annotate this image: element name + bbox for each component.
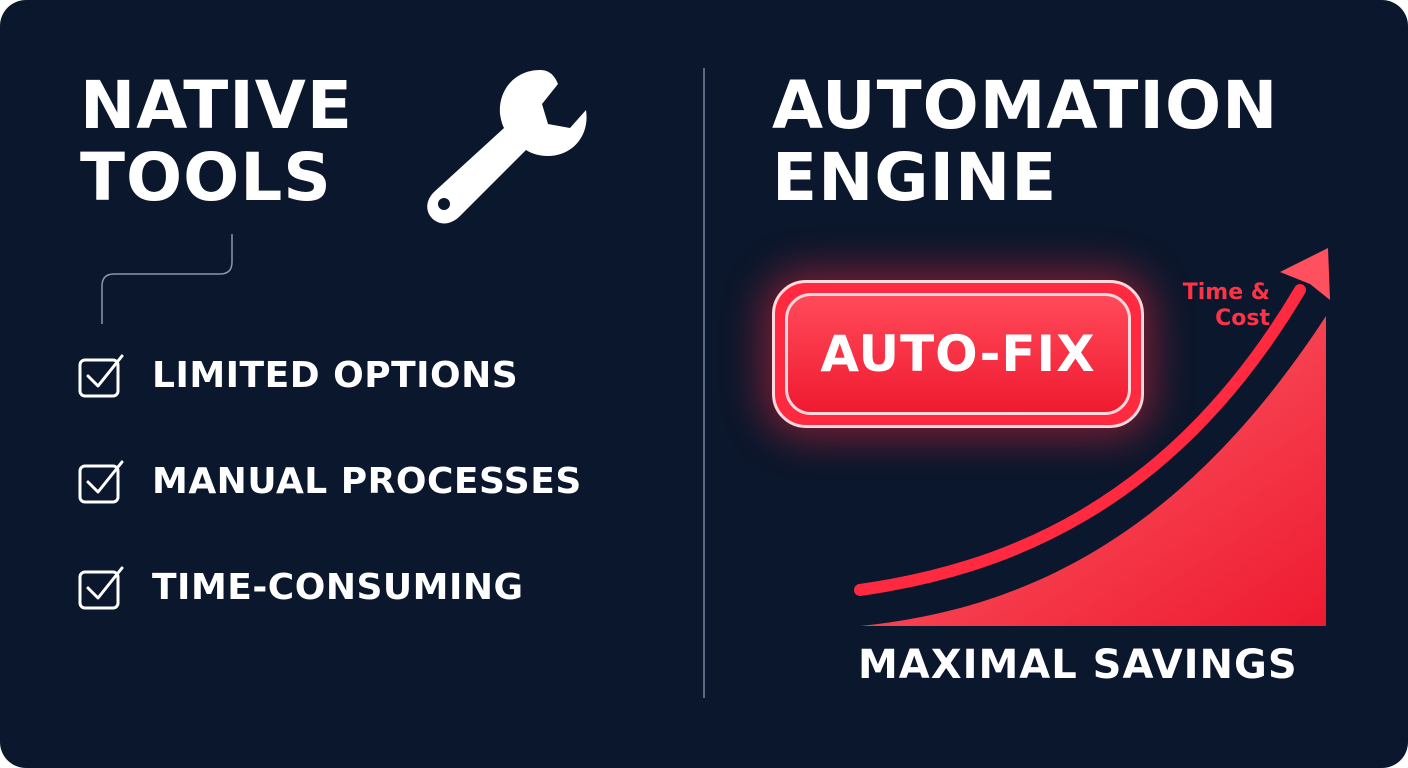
list-item: TIME-CONSUMING: [78, 564, 524, 610]
title-line: NATIVE: [80, 67, 353, 144]
auto-fix-label: AUTO-FIX: [820, 325, 1096, 383]
checkbox-checked-icon: [78, 460, 124, 504]
label-line: Cost: [1215, 306, 1270, 331]
title-line: AUTOMATION: [772, 67, 1279, 144]
list-item: MANUAL PROCESSES: [78, 458, 582, 504]
list-item-label: TIME-CONSUMING: [152, 566, 524, 608]
checkbox-checked-icon: [78, 566, 124, 610]
maximal-savings-label: MAXIMAL SAVINGS: [858, 642, 1298, 688]
arrow-head-icon: [1280, 248, 1330, 300]
divider: [703, 68, 705, 698]
list-item-label: LIMITED OPTIONS: [152, 354, 519, 396]
list-item: LIMITED OPTIONS: [78, 352, 518, 398]
title-line: ENGINE: [772, 139, 1058, 216]
automation-engine-title: AUTOMATION ENGINE: [772, 70, 1278, 214]
auto-fix-inner: AUTO-FIX: [785, 293, 1131, 415]
savings-area: [860, 316, 1326, 626]
title-line: TOOLS: [80, 139, 332, 216]
wrench-icon: [427, 70, 587, 224]
list-item-label: MANUAL PROCESSES: [152, 460, 582, 502]
time-cost-curve: [854, 284, 1306, 596]
growth-chart: [854, 248, 1330, 626]
time-cost-label: Time & Cost: [1150, 280, 1270, 332]
auto-fix-button[interactable]: AUTO-FIX: [772, 280, 1144, 428]
connector-line: [101, 234, 233, 324]
label-line: Time &: [1182, 280, 1270, 305]
native-tools-title: NATIVE TOOLS: [80, 70, 353, 214]
checkbox-checked-icon: [78, 354, 124, 398]
